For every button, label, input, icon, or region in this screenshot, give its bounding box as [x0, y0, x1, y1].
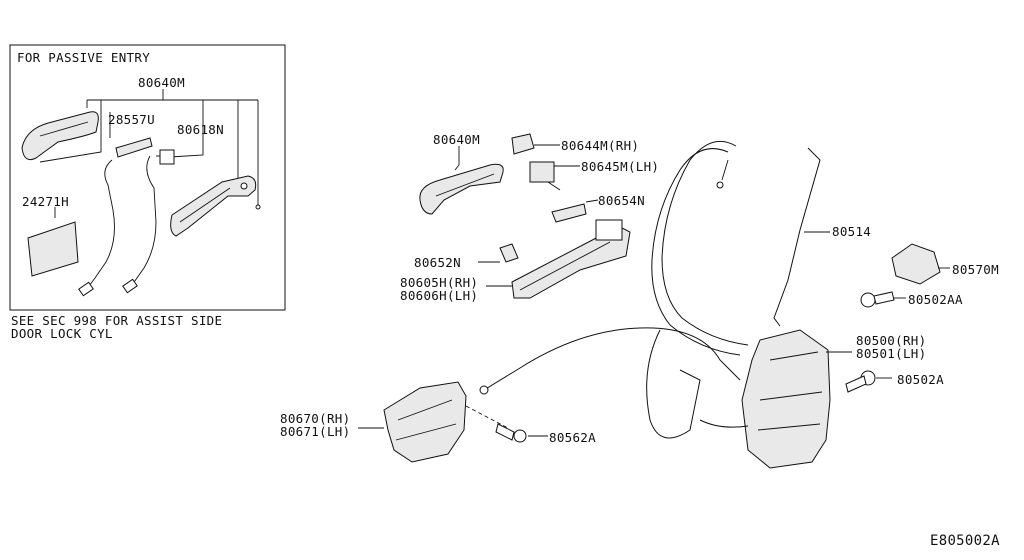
inset-note-line2: DOOR LOCK CYL [11, 326, 113, 341]
inside-cable [479, 327, 749, 428]
label-80570m: 80570M [952, 262, 999, 277]
label-80502aa: 80502AA [908, 292, 963, 307]
label-80645m: 80645M(LH) [581, 159, 660, 174]
inset-label-28557u: 28557U [108, 112, 155, 127]
label-80500: 80500(RH) [856, 333, 927, 348]
cylinder-part [529, 161, 580, 191]
label-80606h: 80606H(LH) [400, 288, 479, 303]
inset-handle-base [170, 175, 261, 237]
inside-handle [358, 381, 467, 463]
inset-leaders [39, 89, 259, 218]
handle-bracket [486, 219, 631, 299]
inset-antenna [115, 137, 153, 158]
inset-label-24271h: 24271H [22, 194, 69, 209]
inset-label-80640m: 80640M [138, 75, 185, 90]
inside-screw [465, 405, 548, 443]
striker-bolt [860, 291, 906, 308]
door-latch [741, 329, 852, 469]
label-80605h: 80605H(RH) [400, 275, 479, 290]
label-80652n: 80652N [414, 255, 461, 270]
label-80502a: 80502A [897, 372, 944, 387]
label-80562a: 80562A [549, 430, 596, 445]
inset-label-80618n: 80618N [177, 122, 224, 137]
inset-frame [9, 44, 286, 311]
lock-rod [773, 147, 830, 327]
label-80670: 80670(RH) [280, 411, 351, 426]
figure-code: E805002A [930, 533, 1000, 549]
label-80501: 80501(LH) [856, 346, 927, 361]
outside-handle [419, 146, 504, 215]
inset-connector [156, 149, 175, 165]
label-80640m: 80640M [433, 132, 480, 147]
label-80654n: 80654N [598, 193, 645, 208]
label-80644m: 80644M(RH) [561, 138, 640, 153]
striker [891, 243, 950, 285]
inset-title: FOR PASSIVE ENTRY [17, 50, 151, 65]
inset-harness [85, 155, 157, 291]
cable-hose [646, 140, 749, 439]
small-gasket [478, 243, 519, 263]
label-80514: 80514 [832, 224, 872, 239]
inset-outer-handle [21, 111, 99, 161]
inset-pad [27, 221, 79, 277]
cap-part [511, 133, 560, 155]
latch-bolt [845, 370, 892, 393]
inset-note-line1: SEE SEC 998 FOR ASSIST SIDE [11, 313, 223, 328]
label-80671: 80671(LH) [280, 424, 351, 439]
gasket-part [551, 199, 599, 223]
